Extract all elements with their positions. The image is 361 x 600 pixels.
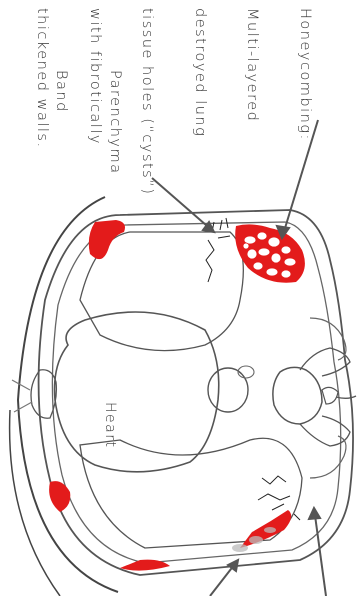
label-line: Honeycombing: (296, 8, 314, 195)
aorta (208, 368, 248, 412)
transverse-process-left (300, 416, 350, 446)
label-line: Multi-layered (243, 8, 261, 195)
label-line: Heart (102, 402, 118, 448)
parenchyma-band-label: Parenchyma Band (16, 70, 160, 175)
label-line: destroyed lung (191, 8, 209, 195)
lesion-lower-left-1 (49, 481, 70, 512)
lesion-upper-left (89, 220, 125, 259)
label-line: Band (52, 70, 70, 175)
chest-wall (39, 210, 353, 575)
arrow-lower-left (210, 560, 238, 596)
vertebral-body (273, 367, 322, 424)
spinal-canal (322, 387, 338, 404)
label-line: Parenchyma (106, 70, 124, 175)
arrow-lower-right (309, 508, 326, 596)
heart-label: Heart (70, 402, 150, 448)
sternum-cartilage (12, 380, 32, 412)
